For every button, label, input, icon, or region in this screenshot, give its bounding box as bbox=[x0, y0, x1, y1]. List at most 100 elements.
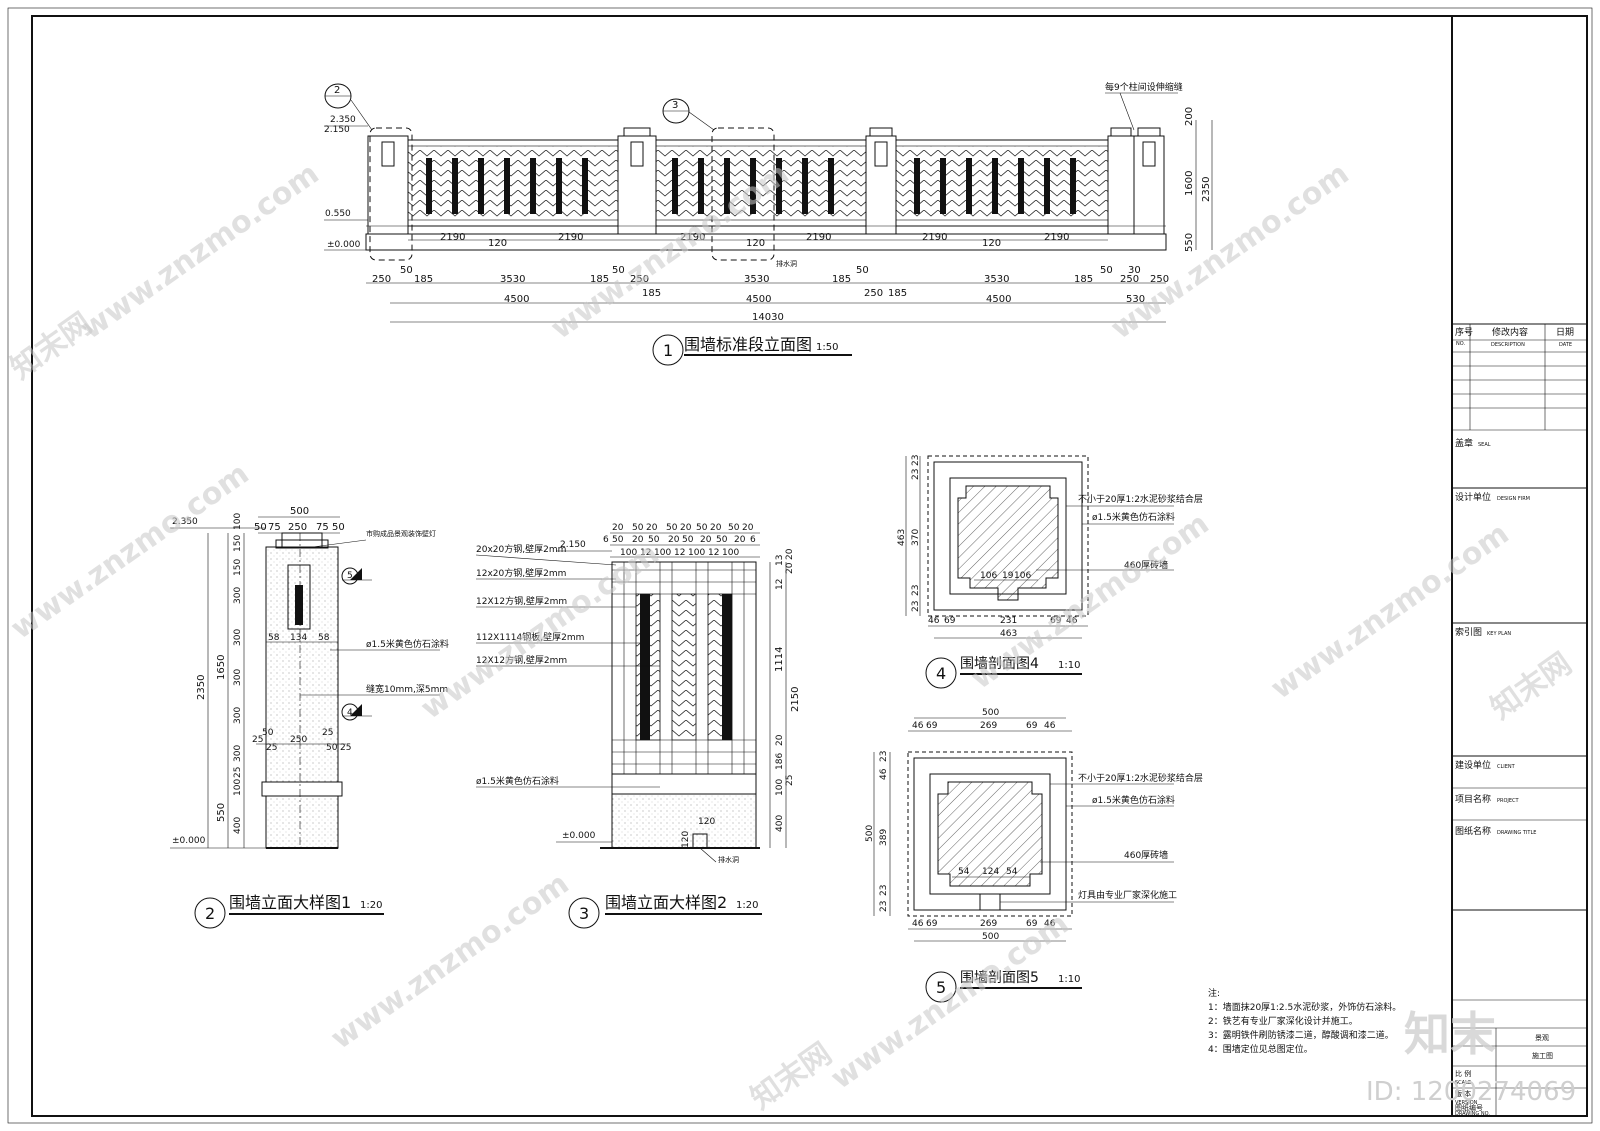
title-block: 序号 NO. 修改内容 DESCRIPTION 日期 DATE 盖章 SEAL … bbox=[1451, 16, 1587, 1117]
dim: 300 bbox=[233, 707, 243, 724]
mortar-label-4: 不小于20厚1:2水泥砂浆结合层 bbox=[1078, 493, 1203, 505]
dim: 250 bbox=[288, 522, 307, 533]
watermark-site: www.znzmo.com bbox=[415, 536, 666, 726]
dim: 185 bbox=[1074, 274, 1093, 285]
dim: 23 bbox=[879, 901, 889, 912]
dim: 106 bbox=[1014, 571, 1031, 581]
coating-label-2: ø1.5米黄色仿石涂料 bbox=[476, 775, 559, 787]
dim: 69 bbox=[926, 919, 938, 929]
dim: 400 bbox=[775, 815, 785, 832]
rev-no-en: NO. bbox=[1456, 341, 1465, 347]
section4-view: 不小于20厚1:2水泥砂浆结合层 ø1.5米黄色仿石涂料 460厚砖墙 106 … bbox=[897, 455, 1203, 689]
dim: 370 bbox=[911, 529, 921, 546]
pillars bbox=[367, 127, 1165, 235]
view-number-2: 2 bbox=[205, 904, 215, 923]
dim: 46 bbox=[912, 919, 924, 929]
callout-box-3 bbox=[711, 127, 775, 261]
stage-a: 景观 bbox=[1535, 1034, 1549, 1042]
dim: 20 bbox=[632, 535, 644, 545]
dim: 69 bbox=[1050, 616, 1062, 626]
dim: 185 bbox=[642, 288, 661, 299]
dim: 3530 bbox=[984, 274, 1009, 285]
notes-heading: 注: bbox=[1208, 987, 1220, 999]
dim-total: 14030 bbox=[752, 312, 784, 323]
detail1-scale: 1:20 bbox=[360, 900, 382, 911]
section-mark-4: 4 bbox=[347, 708, 353, 718]
dim: 20 bbox=[646, 523, 658, 533]
seal-en: SEAL bbox=[1478, 442, 1491, 448]
version-en: VERSION bbox=[1455, 1100, 1478, 1106]
dim: 46 bbox=[1044, 919, 1056, 929]
dim: 69 bbox=[944, 616, 956, 626]
watermark-site: www.znzmo.com bbox=[1265, 516, 1516, 706]
dim: 185 bbox=[590, 274, 609, 285]
watermark-site: www.znzmo.com bbox=[825, 906, 1076, 1096]
watermark-site: www.znzmo.com bbox=[75, 156, 326, 346]
dim: 50 bbox=[332, 522, 345, 533]
dim: 120 bbox=[681, 831, 691, 848]
dim: 50 bbox=[728, 523, 740, 533]
dim: 23 bbox=[911, 601, 921, 612]
view-number-circle-1 bbox=[652, 334, 684, 366]
drawing-no-en: DRAWING NO. bbox=[1455, 1111, 1490, 1117]
watermark-brand: 知末网 bbox=[1485, 646, 1579, 726]
level-top: 2.350 bbox=[172, 517, 198, 527]
dim: 50 bbox=[326, 743, 338, 753]
dim: 185 bbox=[832, 274, 851, 285]
view-number-3: 3 bbox=[579, 904, 589, 923]
note-1: 1：墙面抹20厚1:2.5水泥砂浆，外饰仿石涂料。 bbox=[1208, 1001, 1401, 1013]
watermark-site: www.znzmo.com bbox=[1105, 156, 1356, 346]
level-zero: ±0.000 bbox=[172, 836, 206, 846]
dim: 300 bbox=[233, 629, 243, 646]
dim: 200 bbox=[1184, 107, 1195, 126]
dim: 50 bbox=[856, 265, 869, 276]
dim: 46 bbox=[912, 721, 924, 731]
dim: 500 bbox=[290, 506, 309, 517]
dim: 250 bbox=[864, 288, 883, 299]
dim: 124 bbox=[982, 867, 999, 877]
version-label: 版 本 bbox=[1455, 1089, 1471, 1098]
dim: 3530 bbox=[500, 274, 525, 285]
dim: 50 bbox=[632, 523, 644, 533]
dim: 550 bbox=[216, 803, 227, 822]
dim: 4500 bbox=[504, 294, 529, 305]
dim: 185 bbox=[414, 274, 433, 285]
dim: 23 bbox=[911, 455, 921, 466]
dim: 150 bbox=[233, 559, 243, 576]
dim-total: 500 bbox=[982, 932, 999, 942]
dim: 46 bbox=[928, 616, 940, 626]
steel-label-2: 12x20方钢,壁厚2mm bbox=[476, 567, 566, 579]
rev-desc-label: 修改内容 bbox=[1492, 326, 1528, 338]
view-number-circle-3 bbox=[568, 897, 600, 929]
lamp-note-5: 灯具由专业厂家深化施工 bbox=[1078, 889, 1177, 901]
detail2-view: 120 120 排水洞 20 50 20 50 20 50 20 50 20 6… bbox=[475, 523, 801, 929]
drain-label: 排水洞 bbox=[776, 259, 797, 268]
detail1-title: 围墙立面大样图1 bbox=[229, 893, 351, 912]
dim: 186 bbox=[775, 753, 785, 770]
dim-total: 463 bbox=[1000, 629, 1017, 639]
dim: 23 bbox=[879, 751, 889, 762]
dim: 23 bbox=[911, 469, 921, 480]
expansion-note: 每9个柱间设伸缩缝 bbox=[1105, 81, 1183, 93]
dim: 134 bbox=[290, 633, 307, 643]
dim: 106 bbox=[980, 571, 997, 581]
dim: 50 bbox=[696, 523, 708, 533]
note-2: 2：铁艺有专业厂家深化设计并施工。 bbox=[1208, 1015, 1358, 1027]
dim: 25 bbox=[340, 743, 351, 753]
design-firm-label: 设计单位 bbox=[1455, 491, 1491, 503]
dim: 2190 bbox=[558, 232, 583, 243]
dims-bays: 4500 4500 4500 530 14030 bbox=[390, 294, 1166, 323]
dim: 250 bbox=[630, 274, 649, 285]
coating-label-5: ø1.5米黄色仿石涂料 bbox=[1092, 794, 1175, 806]
steel-label-1: 20x20方钢,壁厚2mm bbox=[476, 543, 566, 555]
dim: 1600 bbox=[1184, 171, 1195, 196]
section5-title: 围墙剖面图5 bbox=[960, 970, 1039, 986]
steel-label-3: 12X12方钢,壁厚2mm bbox=[476, 595, 567, 607]
dim: 50 bbox=[400, 265, 413, 276]
drawing-no-label: 图纸编号 bbox=[1455, 1103, 1483, 1112]
dim: 46 bbox=[1066, 616, 1078, 626]
watermark-brand: 知末网 bbox=[745, 1036, 839, 1116]
dim: 23 bbox=[879, 885, 889, 896]
drawing-title-en: DRAWING TITLE bbox=[1497, 830, 1536, 836]
view-number-5: 5 bbox=[936, 978, 946, 997]
